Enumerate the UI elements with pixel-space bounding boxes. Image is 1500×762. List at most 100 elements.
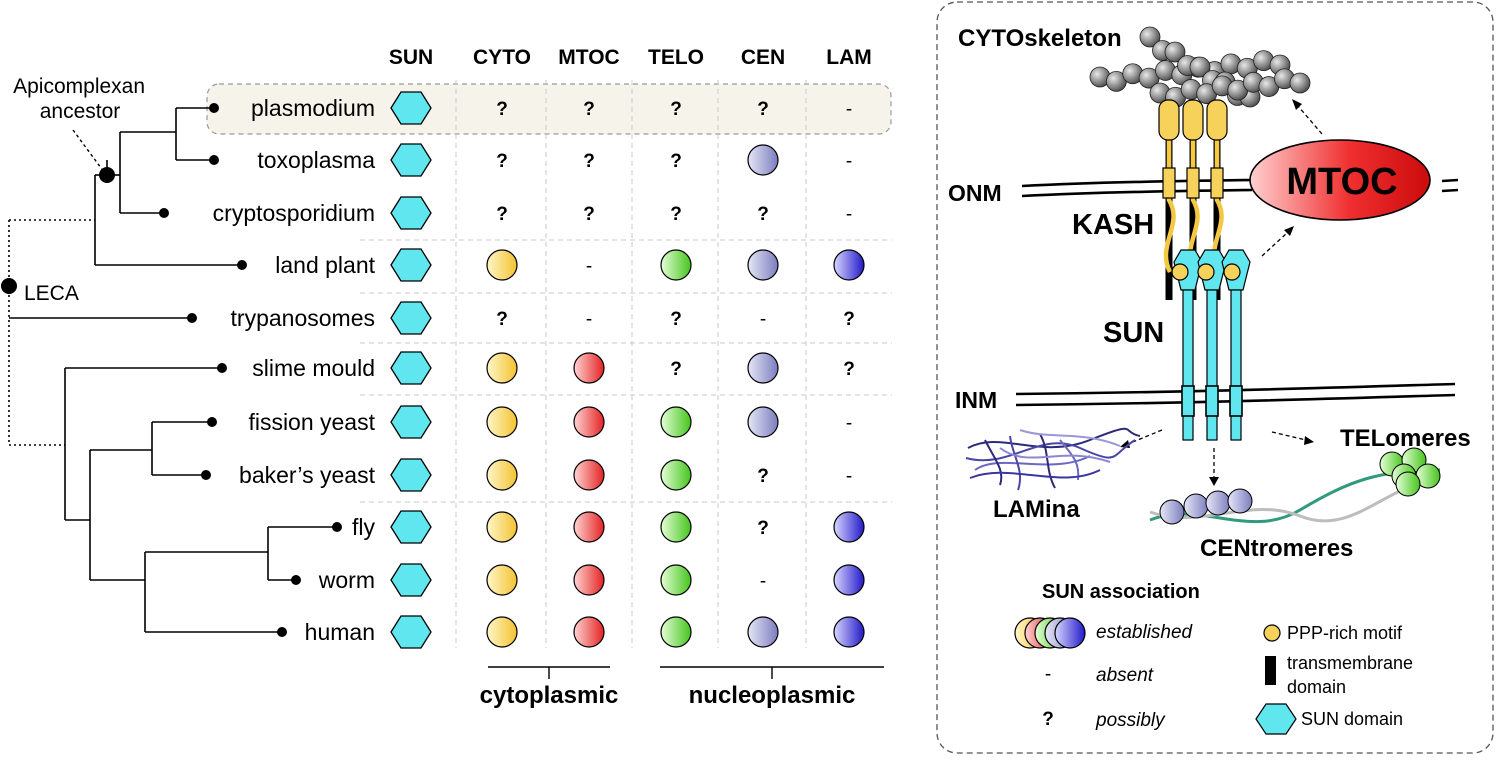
absent-mark: - <box>586 256 592 277</box>
centromere-beads <box>1159 488 1253 525</box>
possibly-mark: ? <box>583 99 595 120</box>
cen-association-circle <box>747 616 779 648</box>
centromeres-label: CENtromeres <box>1200 535 1353 562</box>
apicomplexan-label: Apicomplexan ancestor <box>13 75 151 123</box>
cyto-association-circle <box>486 511 518 543</box>
sun-domain-icon <box>390 510 432 544</box>
telomeres-label: TELomeres <box>1340 425 1471 452</box>
legend-tm-icon <box>1265 656 1276 685</box>
legend-absent-symbol: - <box>1045 664 1051 685</box>
possibly-mark: ? <box>496 151 508 172</box>
sun-domain-icon <box>390 615 432 649</box>
table-row: slime mould?? <box>252 351 855 385</box>
sun-domain-icon <box>390 563 432 597</box>
mtoc-association-circle <box>573 511 605 543</box>
sun-domain-icon <box>390 351 432 385</box>
legend-absent: absent <box>1096 665 1154 686</box>
absent-mark: - <box>586 309 592 330</box>
organism-label: toxoplasma <box>257 147 375 173</box>
lam-association-circle <box>833 616 865 648</box>
column-header-sun: SUN <box>389 46 433 69</box>
legend-established-circles <box>1014 617 1086 649</box>
cen-association-circle <box>747 406 779 438</box>
possibly-mark: ? <box>670 359 682 380</box>
possibly-mark: ? <box>757 204 769 225</box>
table-grid <box>360 80 892 648</box>
telo-association-circle <box>660 459 692 491</box>
table-row: land plant- <box>275 248 865 282</box>
table-row: fly? <box>352 510 865 544</box>
sun-proteins <box>1171 249 1251 441</box>
sun-domain-icon <box>390 301 432 335</box>
kash-label: KASH <box>1072 209 1154 241</box>
organism-label: trypanosomes <box>231 305 375 331</box>
table-row: human <box>305 615 865 649</box>
cen-association-circle <box>747 144 779 176</box>
column-header-cen: CEN <box>741 46 785 69</box>
onm-label: ONM <box>948 180 1002 206</box>
sun-label: SUN <box>1103 317 1164 349</box>
diagram-panel <box>936 1 1494 754</box>
lam-association-circle <box>833 564 865 596</box>
inm-label: INM <box>955 387 997 413</box>
absent-mark: - <box>846 413 852 434</box>
organism-label: plasmodium <box>251 95 375 121</box>
lamina-fibers <box>965 427 1141 491</box>
cyto-association-circle <box>486 459 518 491</box>
mtoc-association-circle <box>573 459 605 491</box>
telo-association-circle <box>660 564 692 596</box>
sun-domain-icon <box>390 91 432 125</box>
mtoc-association-circle <box>573 616 605 648</box>
absent-mark: - <box>760 571 766 592</box>
apicomplexan-node <box>99 167 115 183</box>
lamina-label: LAMina <box>993 496 1080 523</box>
sun-domain-icon <box>390 143 432 177</box>
table-row: worm- <box>318 563 865 597</box>
organism-label: baker’s yeast <box>239 462 376 488</box>
sun-domain-icon <box>390 196 432 230</box>
sun-domain-icon <box>390 458 432 492</box>
possibly-mark: ? <box>843 359 855 380</box>
possibly-mark: ? <box>583 204 595 225</box>
organism-label: human <box>305 619 375 645</box>
column-header-cyto: CYTO <box>473 46 531 69</box>
sun-domain-icon <box>390 405 432 439</box>
telo-association-circle <box>660 511 692 543</box>
lam-association-circle <box>833 511 865 543</box>
nucleoplasmic-label: nucleoplasmic <box>689 682 856 709</box>
possibly-mark: ? <box>583 151 595 172</box>
table-row: baker’s yeast?- <box>239 458 852 492</box>
mtoc-ellipse <box>1249 139 1431 221</box>
column-header-mtoc: MTOC <box>558 46 619 69</box>
possibly-mark: ? <box>496 309 508 330</box>
table-row: plasmodium????- <box>251 91 852 125</box>
possibly-mark: ? <box>757 99 769 120</box>
cytoskeleton-filaments <box>1089 26 1311 108</box>
cytoplasmic-label: cytoplasmic <box>480 682 619 709</box>
absent-mark: - <box>760 309 766 330</box>
legend-possibly-symbol: ? <box>1042 709 1054 730</box>
arrow-heads <box>1120 99 1314 486</box>
cen-association-circle <box>747 249 779 281</box>
possibly-mark: ? <box>757 518 769 539</box>
telomere-beads <box>1379 447 1441 497</box>
organism-label: cryptosporidium <box>213 200 375 226</box>
absent-mark: - <box>846 204 852 225</box>
organism-label: slime mould <box>252 355 375 381</box>
leca-label: LECA <box>24 282 79 305</box>
mtoc-association-circle <box>573 564 605 596</box>
absent-mark: - <box>846 99 852 120</box>
organism-label: fly <box>352 514 376 540</box>
table-row: cryptosporidium???? - <box>213 196 852 230</box>
possibly-mark: ? <box>670 204 682 225</box>
cen-association-circle <box>747 352 779 384</box>
possibly-mark: ? <box>670 99 682 120</box>
possibly-mark: ? <box>757 466 769 487</box>
legend-ppp: PPP-rich motif <box>1287 623 1403 643</box>
possibly-mark: ? <box>670 151 682 172</box>
plasmodium-highlight <box>206 83 892 135</box>
table-row: trypanosomes?-?-? <box>231 301 855 335</box>
possibly-mark: ? <box>496 204 508 225</box>
column-header-lam: LAM <box>826 46 872 69</box>
